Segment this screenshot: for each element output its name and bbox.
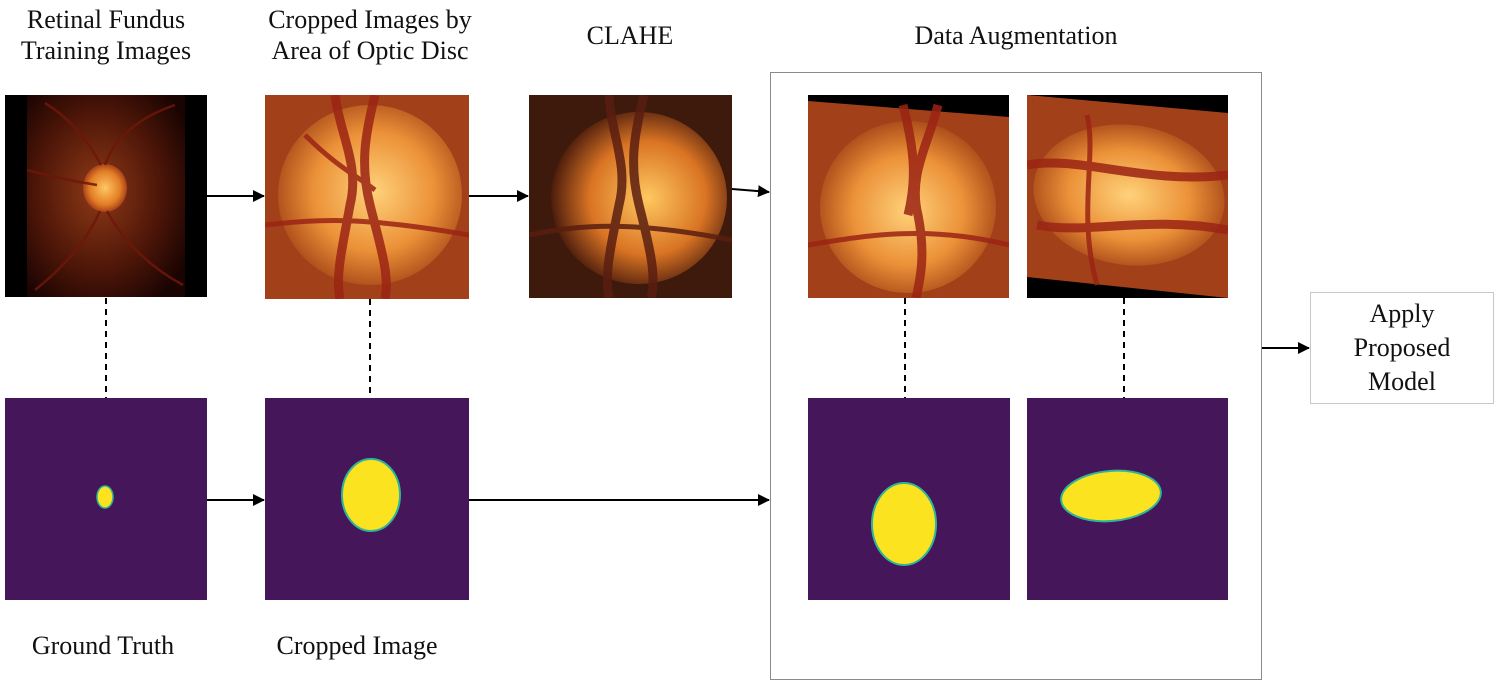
apply-line1: Apply [1369,299,1435,328]
augmented-rotated-image-2 [1027,95,1228,298]
augmented-mask-1 [808,398,1010,600]
retinal-fundus-image [5,95,207,297]
apply-line3: Model [1368,367,1436,396]
label-cropped-images-line1: Cropped Images by [268,5,472,34]
label-cropped-image: Cropped Image [276,631,438,660]
label-cropped-images-line2: Area of Optic Disc [271,36,469,65]
label-cropped-images: Cropped Images by Area of Optic Disc [240,4,500,66]
apply-proposed-model-box: Apply Proposed Model [1310,292,1494,404]
label-ground-truth: Ground Truth [31,631,175,660]
label-clahe: CLAHE [586,21,674,50]
augmented-rotated-image-1 [808,95,1009,298]
clahe-image [529,95,732,298]
cropped-optic-disc-image [265,95,469,299]
arrow-clahe-to-augmentation [731,185,770,198]
apply-line2: Proposed [1353,333,1451,362]
apply-proposed-model-text: Apply Proposed Model [1354,297,1451,399]
label-data-augmentation: Data Augmentation [914,21,1118,50]
label-retinal-fundus-line2: Training Images [20,36,192,65]
augmented-mask-2 [1027,398,1228,600]
label-retinal-fundus-line1: Retinal Fundus [26,5,186,34]
data-augmentation-box [770,72,1262,680]
cropped-mask [265,398,469,600]
ground-truth-mask [5,398,207,600]
label-retinal-fundus: Retinal Fundus Training Images [0,4,212,66]
